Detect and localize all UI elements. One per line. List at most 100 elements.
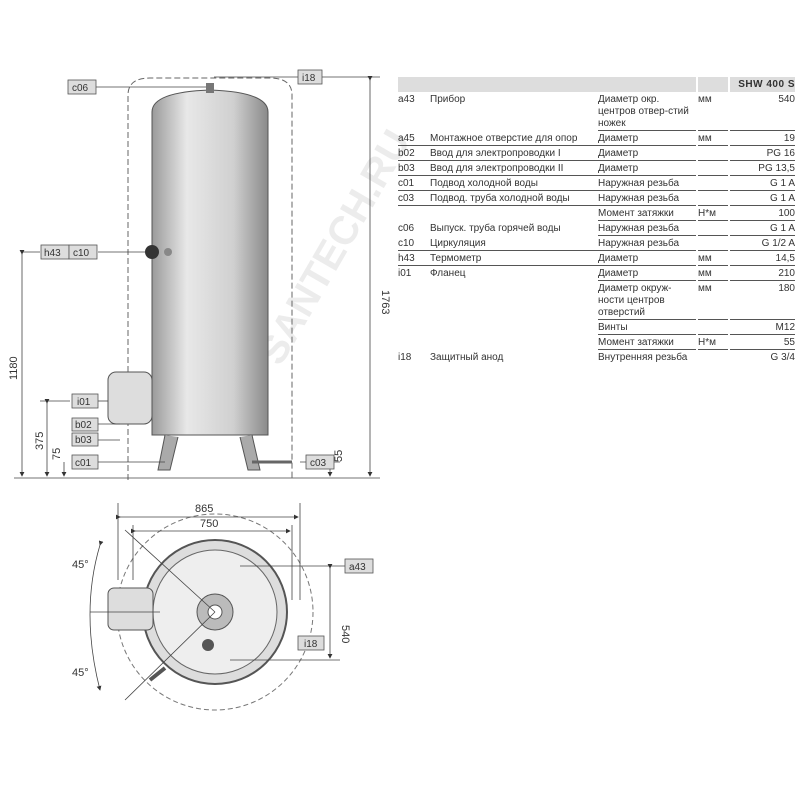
cell-value: PG 13,5 — [730, 161, 795, 176]
dim-375: 375 — [34, 432, 46, 450]
table-row: a43 Прибор Диаметр окр. центров отвер-стий… — [398, 92, 795, 131]
cell-code: h43 — [398, 251, 430, 266]
cell-code — [398, 320, 430, 335]
cell-param: Диаметр — [598, 161, 696, 176]
cell-param: Диаметр — [598, 146, 696, 161]
angle-top: 45° — [72, 559, 89, 571]
cell-name — [430, 320, 598, 335]
dim-540: 540 — [339, 625, 351, 643]
dim-1763: 1763 — [379, 290, 391, 314]
cell-value: 210 — [730, 266, 795, 281]
cell-unit: Н*м — [698, 335, 728, 350]
cell-name — [430, 206, 598, 221]
cell-param: Диаметр — [598, 251, 696, 266]
dim-55: 55 — [333, 450, 345, 462]
cell-code — [398, 281, 430, 320]
cell-unit: мм — [698, 281, 728, 320]
cell-value: 100 — [730, 206, 795, 221]
cell-value: PG 16 — [730, 146, 795, 161]
cell-code: a43 — [398, 94, 415, 105]
cell-value: 540 — [730, 92, 795, 131]
table-header: SHW 400 S — [398, 77, 795, 92]
cell-unit — [698, 146, 728, 161]
cell-value: G 1 A — [730, 191, 795, 206]
front-view: c06 i18 h43 c10 i01 b02 b03 c01 c03 1763… — [8, 69, 391, 480]
cell-name: Циркуляция — [430, 236, 598, 251]
label-c06: c06 — [72, 83, 89, 94]
cell-name: Выпуск. труба горячей воды — [430, 223, 561, 234]
tank-body — [151, 89, 269, 436]
cell-unit — [698, 161, 728, 176]
cell-name — [430, 335, 598, 350]
label-b02: b02 — [75, 420, 92, 431]
cell-unit — [698, 176, 728, 191]
dim-75: 75 — [51, 448, 63, 460]
cell-value: G 1 A — [730, 176, 795, 191]
cell-code: c01 — [398, 176, 430, 191]
thermometer — [145, 245, 159, 259]
cell-code: c03 — [398, 191, 430, 206]
model-header: SHW 400 S — [730, 77, 795, 92]
label-a43: a43 — [349, 562, 366, 573]
cell-name: Монтажное отверстие для опор — [430, 131, 598, 146]
cell-param: Внутренняя резьба — [598, 352, 688, 363]
cell-unit: мм — [698, 92, 728, 131]
cell-value: 19 — [730, 131, 795, 146]
cell-code: c06 — [398, 223, 415, 234]
dim-750: 750 — [200, 518, 218, 530]
cell-param: Диаметр — [598, 131, 696, 146]
cell-unit — [698, 320, 728, 335]
cell-value: 180 — [730, 281, 795, 320]
cell-value: G 1 A — [730, 221, 795, 236]
cell-param: Диаметр окр. центров отвер-стий ножек — [598, 92, 696, 131]
flange-housing-top — [107, 587, 154, 631]
spec-table: SHW 400 S a43 Прибор Диаметр окр. центров … — [398, 77, 795, 364]
cell-code — [398, 335, 430, 350]
table-row: c06 Выпуск. труба горячей воды Наружная ре… — [398, 221, 795, 236]
cell-value: 14,5 — [730, 251, 795, 266]
cell-param: Наружная резьба — [598, 176, 696, 191]
cell-name: Подвод холодной воды — [430, 176, 598, 191]
cell-code: i01 — [398, 268, 412, 279]
cell-code: c10 — [398, 236, 430, 251]
cell-name: Подвод. труба холодной воды — [430, 191, 598, 206]
cell-param: Наружная резьба — [598, 221, 696, 236]
cell-value: 55 — [730, 335, 795, 350]
cell-unit: мм — [698, 131, 728, 146]
cell-code — [398, 206, 430, 221]
label-b03: b03 — [75, 435, 92, 446]
label-c10: c10 — [73, 248, 90, 259]
cell-value: G 1/2 A — [730, 236, 795, 251]
cell-name: Прибор — [430, 94, 466, 105]
cell-unit — [698, 350, 728, 364]
cell-unit — [698, 221, 728, 236]
cell-param: Момент затяжки — [598, 206, 696, 221]
cell-code: b02 — [398, 146, 430, 161]
cell-unit: мм — [698, 251, 728, 266]
label-i18: i18 — [302, 73, 316, 84]
cell-param: Наружная резьба — [598, 191, 696, 206]
flange-housing — [107, 371, 153, 425]
cell-param: Наружная резьба — [598, 236, 696, 251]
angle-bottom: 45° — [72, 667, 89, 679]
cell-name: Термометр — [430, 251, 598, 266]
cell-name — [430, 281, 598, 320]
label-c03: c03 — [310, 458, 327, 469]
cell-unit — [698, 191, 728, 206]
cell-param: Диаметр — [598, 266, 696, 281]
cell-param: Винты — [598, 320, 696, 335]
label-c01: c01 — [75, 458, 92, 469]
label-boxes — [40, 69, 335, 470]
tank-legs — [157, 434, 261, 471]
dim-1180: 1180 — [8, 356, 20, 380]
